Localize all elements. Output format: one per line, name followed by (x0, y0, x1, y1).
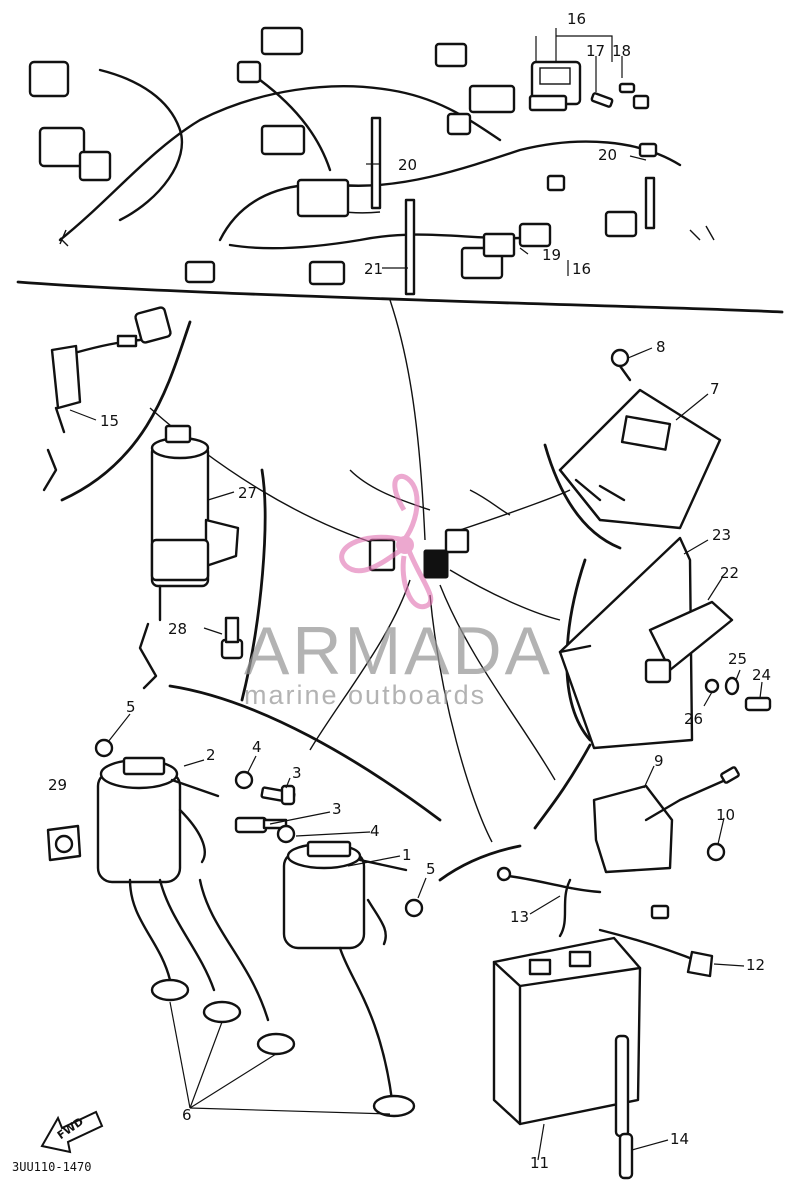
callout-labels: 16 17 18 20 20 21 19 16 8 7 15 27 23 22 … (48, 10, 771, 1172)
washer-4a (234, 770, 254, 790)
callout-4-top: 4 (252, 738, 262, 756)
rectifier-regulator-9 (592, 766, 740, 874)
spark-plug-leads-6 (128, 878, 416, 1118)
callout-10: 10 (716, 806, 735, 824)
bolt-3a (260, 784, 296, 806)
relay-assembly-16 (528, 60, 582, 112)
ignition-coil-1 (282, 840, 408, 950)
drawing-code: 3UU110-1470 (12, 1160, 92, 1174)
fuse-17 (590, 92, 614, 108)
callout-27: 27 (238, 484, 257, 502)
cdi-unit-7 (558, 388, 722, 530)
callout-19: 19 (542, 246, 561, 264)
callout-17: 17 (586, 42, 605, 60)
callout-2: 2 (206, 746, 216, 764)
callout-16-top: 16 (567, 10, 586, 28)
battery-group-border (438, 844, 522, 882)
bolt-24 (744, 696, 772, 712)
callout-5-left: 5 (126, 698, 136, 716)
callout-21: 21 (364, 260, 383, 278)
fuse-18 (618, 82, 650, 110)
armada-logo-icon (339, 474, 434, 610)
callout-9: 9 (654, 752, 664, 770)
callout-12: 12 (746, 956, 765, 974)
callout-6: 6 (182, 1106, 192, 1124)
callout-26: 26 (684, 710, 703, 728)
clamp-29 (46, 824, 82, 862)
relay-19 (482, 232, 516, 258)
callout-5-right: 5 (426, 860, 436, 878)
callout-13: 13 (510, 908, 529, 926)
cable-tie-20 (370, 116, 656, 230)
bolt-28 (220, 616, 244, 660)
callout-18: 18 (612, 42, 631, 60)
callout-28: 28 (168, 620, 187, 638)
ignition-coil-2 (96, 756, 220, 884)
callout-29: 29 (48, 776, 67, 794)
callout-7: 7 (710, 380, 720, 398)
breather-pipe-14 (614, 1034, 634, 1180)
cable-tie-21 (404, 198, 416, 296)
callout-14: 14 (670, 1130, 689, 1148)
callout-25: 25 (728, 650, 747, 668)
callout-20-left: 20 (398, 156, 417, 174)
nut-5a (94, 738, 114, 758)
main-switch-27 (138, 424, 240, 690)
callout-20-right: 20 (598, 146, 617, 164)
callout-8: 8 (656, 338, 666, 356)
battery-lead-12 (598, 904, 714, 978)
callout-24: 24 (752, 666, 771, 684)
screw-8 (610, 348, 632, 382)
battery-lead-13 (496, 866, 602, 938)
washer-26 (704, 678, 720, 694)
washer-4b (276, 824, 296, 844)
rectifier-group-border (533, 743, 592, 830)
collar-25 (724, 676, 740, 696)
callout-4-mid: 4 (370, 822, 380, 840)
leader-lines (69, 28, 763, 1161)
watermark-title: ARMADA (244, 613, 553, 689)
bolt-3b (234, 816, 288, 834)
callout-3-top: 3 (292, 764, 302, 782)
callout-3-mid: 3 (332, 800, 342, 818)
watermark-subtitle: marine outboards (244, 680, 487, 710)
harness-run-lines (149, 299, 571, 843)
center-connector-cluster (349, 469, 511, 579)
wire-harness (28, 26, 715, 286)
neutral-switch-15 (42, 306, 172, 492)
callout-15: 15 (100, 412, 119, 430)
forward-arrow-icon (40, 1110, 104, 1154)
nut-5b (404, 898, 424, 918)
callout-22: 22 (720, 564, 739, 582)
nut-10 (706, 842, 726, 862)
battery-11 (492, 936, 642, 1126)
callout-11: 11 (530, 1154, 549, 1172)
callout-23: 23 (712, 526, 731, 544)
callout-16-bottom: 16 (572, 260, 591, 278)
main-switch-group-border (240, 468, 267, 702)
ignition-coil-group-border (168, 684, 442, 822)
callout-1: 1 (402, 846, 412, 864)
neutral-switch-group-border (60, 320, 192, 502)
relay-22 (644, 600, 734, 684)
igniter-group-border (543, 443, 622, 550)
harness-group-border (16, 280, 784, 314)
